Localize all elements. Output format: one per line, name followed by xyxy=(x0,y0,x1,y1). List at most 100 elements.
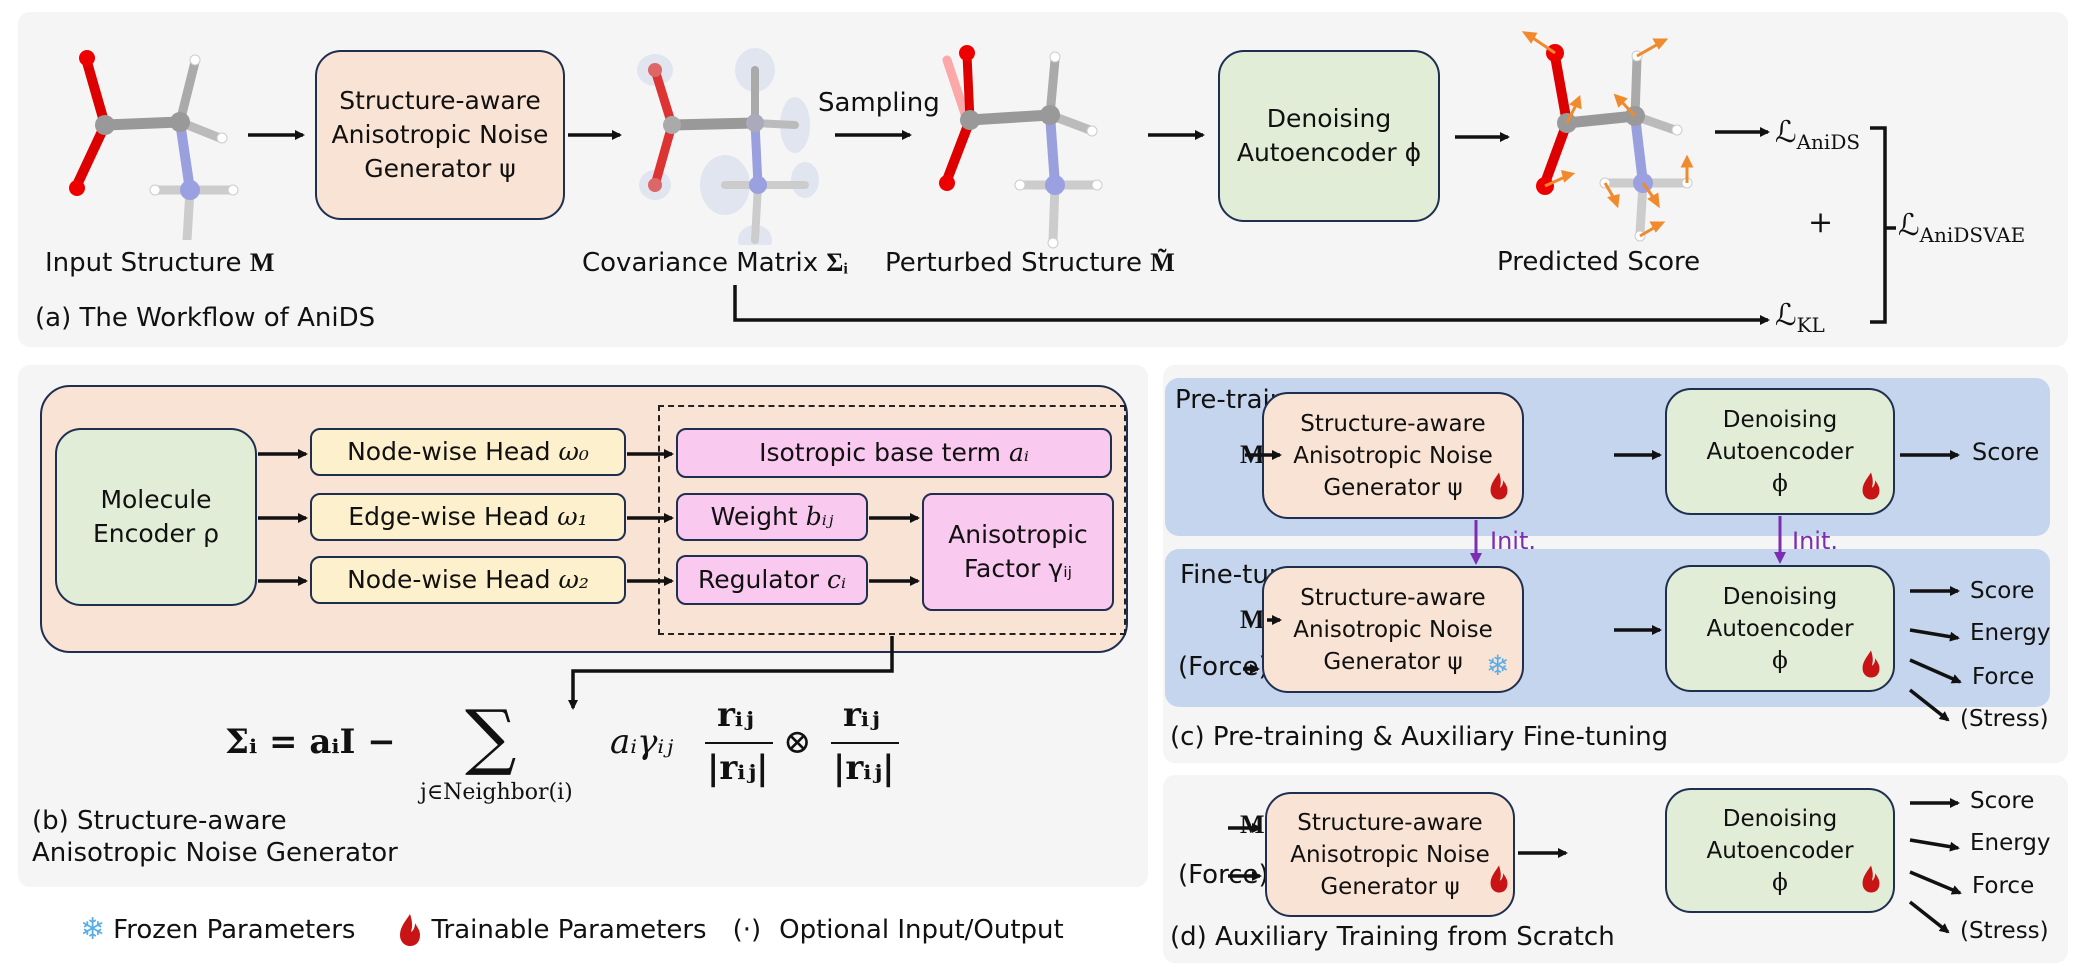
c-dae-line-1: Denoising xyxy=(1722,406,1838,433)
flame-icon xyxy=(1862,865,1880,893)
c2-dae-line-3: ϕ xyxy=(1772,647,1788,674)
c2-noise-gen-line-1: Structure-aware xyxy=(1300,584,1486,611)
dae-box-finetune: Denoising Autoencoder ϕ xyxy=(1665,565,1895,692)
sampling-label: Sampling xyxy=(818,88,940,118)
head-0-label: Node-wise Head xyxy=(347,437,551,466)
head-2-label: Node-wise Head xyxy=(347,565,551,594)
noise-generator-box-a: Structure-aware Anisotropic Noise Genera… xyxy=(315,50,565,220)
init-label-dae: Init. xyxy=(1792,527,1838,555)
encoder-line-1: Molecule xyxy=(100,485,212,514)
perturbed-label: Perturbed Structure M̃ xyxy=(885,248,1175,278)
finetune-output-score: Score xyxy=(1970,578,2035,604)
flame-icon xyxy=(1490,472,1508,500)
isotropic-base-term-box: Isotropic base term aᵢ xyxy=(676,428,1112,478)
c2-noise-gen-line-3: Generator ψ xyxy=(1323,648,1463,675)
loss-kl-subscript: KL xyxy=(1796,313,1825,337)
c-noise-gen-line-3: Generator ψ xyxy=(1323,474,1463,501)
loss-total-symbol: ℒ xyxy=(1898,208,1920,243)
regulator-symbol: cᵢ xyxy=(826,565,846,594)
edge-wise-head-1: Edge-wise Head ω₁ xyxy=(310,493,626,541)
d-noise-gen-line-3: Generator ψ xyxy=(1320,873,1460,900)
noise-generator-box-pretrain: Structure-aware Anisotropic Noise Genera… xyxy=(1262,392,1524,519)
flame-icon xyxy=(1862,650,1880,678)
finetune-input-force: (Force) xyxy=(1178,652,1269,682)
formula-otimes: ⊗ xyxy=(783,722,812,762)
loss-kl: ℒKL xyxy=(1775,298,1825,337)
dashed-output-group xyxy=(658,405,1126,635)
loss-total-subscript: AniDSVAE xyxy=(1919,223,2026,247)
flame-icon xyxy=(1490,865,1508,893)
head-2-symbol: ω₂ xyxy=(558,565,589,594)
formula-term: aᵢγᵢⱼ xyxy=(610,722,674,762)
formula-frac2-bar xyxy=(831,742,899,744)
iso-symbol: aᵢ xyxy=(1008,438,1029,467)
formula-den1: |rᵢⱼ| xyxy=(707,748,769,788)
anisotropic-factor-box: Anisotropic Factor γᵢⱼ xyxy=(922,493,1114,611)
panel-b-caption-line-2: Anisotropic Noise Generator xyxy=(32,838,398,868)
formula-num1: rᵢⱼ xyxy=(717,695,754,735)
loss-anids-subscript: AniDS xyxy=(1796,130,1861,154)
frozen-label: Frozen Parameters xyxy=(113,914,356,945)
node-wise-head-0: Node-wise Head ω₀ xyxy=(310,428,626,476)
panel-b-caption-line-1: (b) Structure-aware xyxy=(32,806,287,836)
noise-generator-box-d: Structure-aware Anisotropic Noise Genera… xyxy=(1265,792,1515,917)
trainable-label: Trainable Parameters xyxy=(431,914,707,945)
c-noise-gen-line-2: Anisotropic Noise xyxy=(1293,442,1493,469)
d-noise-gen-line-1: Structure-aware xyxy=(1297,809,1483,836)
head-1-symbol: ω₁ xyxy=(557,502,588,531)
loss-anids-symbol: ℒ xyxy=(1775,115,1797,150)
panel-c-caption: (c) Pre-training & Auxiliary Fine-tuning xyxy=(1170,722,1669,752)
snowflake-icon: ❄ xyxy=(1486,649,1510,682)
c2-noise-gen-line-2: Anisotropic Noise xyxy=(1293,616,1493,643)
d-output-energy: Energy xyxy=(1970,830,2051,856)
d-output-score: Score xyxy=(1970,788,2035,814)
c-dae-line-2: Autoencoder xyxy=(1706,438,1854,465)
iso-label: Isotropic base term xyxy=(759,438,1002,467)
d-dae-line-1: Denoising xyxy=(1722,805,1838,832)
formula-sum-sub: j∈Neighbor(i) xyxy=(420,780,573,805)
legend: ❄ Frozen Parameters Trainable Parameters… xyxy=(80,912,1064,947)
covariance-symbol: Σᵢ xyxy=(826,248,848,277)
optional-label: Optional Input/Output xyxy=(779,914,1064,945)
weight-box: Weight bᵢⱼ xyxy=(676,493,868,541)
c-dae-line-3: ϕ xyxy=(1772,470,1788,497)
flame-icon xyxy=(1862,472,1880,500)
formula-num2: rᵢⱼ xyxy=(843,695,880,735)
weight-symbol: bᵢⱼ xyxy=(805,502,834,531)
flame-icon xyxy=(400,913,421,946)
c2-dae-line-2: Autoencoder xyxy=(1706,615,1854,642)
d-input-force: (Force) xyxy=(1178,860,1269,890)
d-output-stress: (Stress) xyxy=(1960,918,2049,944)
panel-a-caption: (a) The Workflow of AniDS xyxy=(35,303,376,333)
perturbed-molecule-image xyxy=(939,45,1103,249)
dae-line-2: Autoencoder ϕ xyxy=(1236,138,1422,167)
noise-generator-box-finetune: Structure-aware Anisotropic Noise Genera… xyxy=(1262,566,1524,693)
aniso-line-2: Factor γᵢⱼ xyxy=(963,554,1073,583)
covariance-text: Covariance Matrix xyxy=(582,248,827,278)
predicted-score-molecule-image xyxy=(1521,31,1694,242)
head-1-label: Edge-wise Head xyxy=(348,502,550,531)
c2-dae-line-1: Denoising xyxy=(1722,583,1838,610)
predicted-score-label: Predicted Score xyxy=(1497,247,1701,277)
dae-box-a: Denoising Autoencoder ϕ xyxy=(1218,50,1440,222)
regulator-label: Regulator xyxy=(698,565,819,594)
noise-gen-line-1: Structure-aware xyxy=(339,86,541,115)
input-molecule-image xyxy=(69,50,239,240)
finetune-output-stress: (Stress) xyxy=(1960,706,2049,732)
dae-line-1: Denoising xyxy=(1266,104,1392,133)
head-0-symbol: ω₀ xyxy=(558,437,589,466)
panel-b-caption: (b) Structure-aware Anisotropic Noise Ge… xyxy=(32,805,398,869)
finetune-input-m: M xyxy=(1240,605,1265,634)
input-structure-text: Input Structure xyxy=(45,248,250,278)
d-input-m: M xyxy=(1240,810,1265,839)
input-symbol: M xyxy=(249,248,275,277)
d-dae-line-3: ϕ xyxy=(1772,869,1788,896)
snowflake-icon: ❄ xyxy=(80,912,106,947)
perturbed-symbol: M̃ xyxy=(1150,248,1175,277)
regulator-box: Regulator cᵢ xyxy=(676,555,868,605)
input-structure-label: Input Structure M xyxy=(45,248,274,278)
noise-gen-line-2: Anisotropic Noise xyxy=(331,120,549,149)
loss-plus: + xyxy=(1808,205,1834,240)
dae-box-d: Denoising Autoencoder ϕ xyxy=(1665,788,1895,913)
covariance-label: Covariance Matrix Σᵢ xyxy=(582,248,848,278)
